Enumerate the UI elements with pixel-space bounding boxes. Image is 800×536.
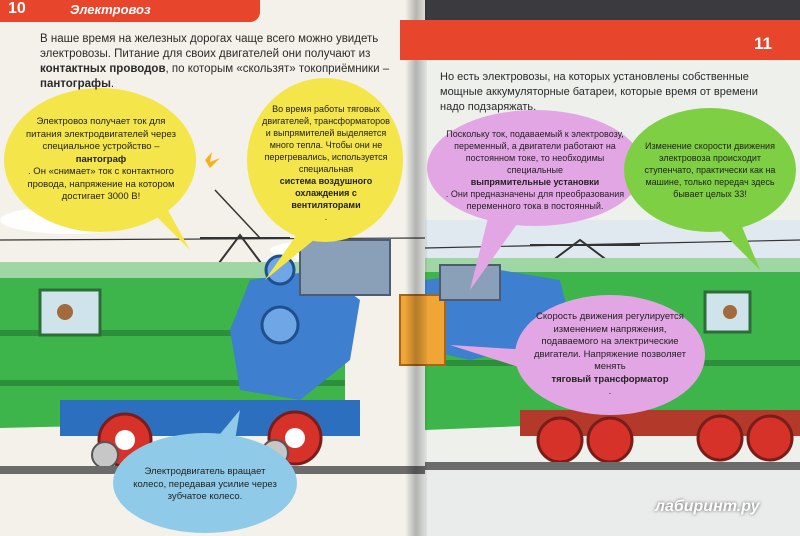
chapter-title: Электровоз <box>70 2 151 17</box>
rectifier-callout: Поскольку ток, подаваемый к электровозу,… <box>445 129 625 211</box>
bubble-green-shape <box>624 108 796 232</box>
bubble-yellow-left-shape <box>4 88 196 232</box>
left-page-number: 10 <box>8 0 26 17</box>
book-spine <box>405 0 427 536</box>
motor-callout: Электродвигатель вращает колесо, передав… <box>133 466 277 503</box>
right-header-band: 11 <box>400 20 800 60</box>
left-intro-text: В наше время на железных дорогах чаще вс… <box>40 33 390 90</box>
bubble-pink-bottom-shape <box>515 295 705 415</box>
cooling-callout: Во время работы тяговых двигателей, тран… <box>262 104 390 222</box>
spark-icon <box>205 152 220 168</box>
right-page-number: 11 <box>754 34 772 53</box>
transformer-callout: Скорость движения регулируется изменение… <box>534 311 686 398</box>
pantograph-callout: Электровоз получает ток для питания элек… <box>26 116 176 203</box>
speed-steps-callout: Изменение скорости движения электровоза … <box>644 141 776 199</box>
bubble-yellow-right-shape <box>247 78 403 242</box>
watermark-logo: лабиринт.ру <box>655 498 760 515</box>
bubble-blue-shape <box>113 433 297 533</box>
left-header-band: 10 Электровоз <box>0 0 260 22</box>
bubble-pink-top-shape <box>427 110 643 226</box>
right-intro-text: Но есть электровозы, на которых установл… <box>440 71 758 113</box>
